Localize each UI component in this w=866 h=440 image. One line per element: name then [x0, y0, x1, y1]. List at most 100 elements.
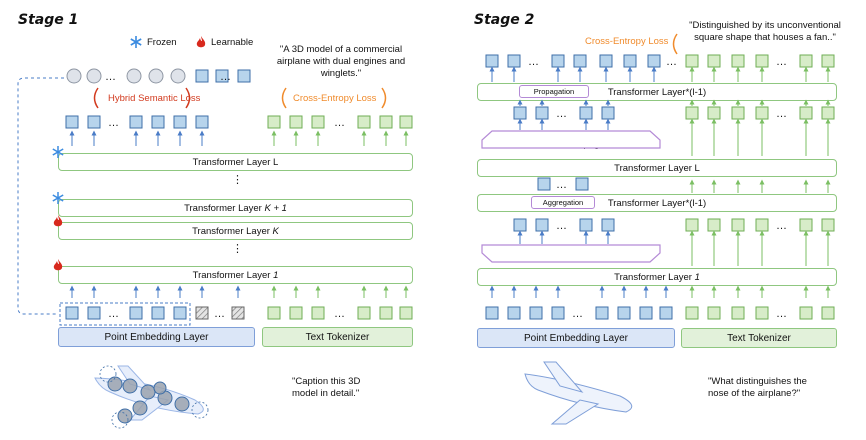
stage2-prop-point-token-3: [601, 106, 615, 120]
hybrid-loss-arc-left: [93, 87, 99, 109]
stage1-point-embedding-layer: Point Embedding Layer: [58, 327, 255, 347]
stage2-prop-ellipsis: …: [556, 108, 567, 120]
semantic-token-sphere-2: [126, 68, 142, 84]
stage1-input-text-token-2: [311, 306, 325, 320]
stage2-input-text-token-4: [799, 306, 813, 320]
stage1-input-point-token-4: [173, 306, 187, 320]
stage1-input-ellipsis-1: …: [108, 308, 119, 320]
stage1-output-ellipsis-2: …: [220, 71, 231, 83]
stage2-agg-text-ellipsis: …: [776, 220, 787, 232]
stage1-mid-point-token-1: [87, 115, 101, 129]
stage2-prop-point-token-1: [535, 106, 549, 120]
stage2-prop-text-token-1: [707, 106, 721, 120]
stage2-output-text-token-0: [685, 54, 699, 68]
stage1-input-text-token-3: [357, 306, 371, 320]
stage2-output-point-token-0: [485, 54, 499, 68]
stage2-layer-1-prefix: Transformer Layer: [614, 271, 695, 283]
token-selection-box: [59, 302, 191, 326]
stage2-input-point-token-4: [595, 306, 609, 320]
stage2-output-point-token-6: [647, 54, 661, 68]
stage1-output-point-token-2: [237, 69, 251, 83]
stage2-prop-text-token-0: [685, 106, 699, 120]
stage1-layer-k: Transformer Layer K: [58, 222, 413, 240]
stage1-input-text-token-1: [289, 306, 303, 320]
stage1-input-ellipsis-2: …: [214, 308, 225, 320]
stage1-mid-text-token-1: [289, 115, 303, 129]
stage2-agg-point-token-1: [535, 218, 549, 232]
stage2-airplane: [524, 361, 633, 425]
stage2-prop-point-token-0: [513, 106, 527, 120]
stage1-layer-k1-var: K + 1: [264, 202, 287, 214]
stage2-output-text-token-4: [799, 54, 813, 68]
stage2-input-point-token-6: [639, 306, 653, 320]
legend-frozen: Frozen: [130, 36, 177, 48]
stage1-mid-point-token-2: [129, 115, 143, 129]
stage2-agg-text-token-3: [755, 218, 769, 232]
stage1-vdots-top: ⋮: [232, 174, 243, 186]
stage2-output-ellipsis-2: …: [776, 56, 787, 68]
hybrid-semantic-loss: Hybrid Semantic Loss: [108, 93, 201, 104]
stage1-mid-ellipsis-2: …: [334, 117, 345, 129]
geometric-propagation: Geometric Propagation: [522, 138, 620, 150]
stage2-prop-text-token-3: [755, 106, 769, 120]
stage2-input-point-token-7: [659, 306, 673, 320]
stage2-output-text-token-3: [755, 54, 769, 68]
legend-learnable-label: Learnable: [211, 36, 254, 48]
stage1-layer-1: Transformer Layer 1: [58, 266, 413, 284]
stage2-answer-output: "Distinguished by its unconventional squ…: [689, 20, 841, 43]
stage1-cross-entropy-loss: Cross-Entropy Loss: [293, 93, 377, 104]
stage2-output-point-token-3: [573, 54, 587, 68]
stage2-prompt: "What distinguishes the nose of the airp…: [708, 376, 807, 399]
semantic-token-sphere-0: [66, 68, 82, 84]
stage2-text-tokenizer: Text Tokenizer: [681, 328, 837, 348]
stage1-layer-1-prefix: Transformer Layer: [192, 269, 274, 281]
stage2-agg-text-token-0: [685, 218, 699, 232]
stage1-input-text-token-5: [399, 306, 413, 320]
stage1-mid-point-token-5: [195, 115, 209, 129]
stage2-agg-ellipsis: …: [556, 220, 567, 232]
stage1-airplane: [94, 365, 209, 429]
stage1-layer-k-var: K: [272, 225, 279, 237]
stage2-input-point-token-2: [529, 306, 543, 320]
stage1-input-point-token-1: [87, 306, 101, 320]
stage2-layer-l: Transformer Layer L: [477, 159, 837, 177]
stage2-input-ellipsis-1: …: [572, 308, 583, 320]
ce-loss-arc-right: [381, 87, 387, 109]
stage2-ce-arc: [672, 33, 678, 55]
stage1-masked-token-0: [195, 306, 209, 320]
stage1-input-text-token-0: [267, 306, 281, 320]
stage1-masked-token-1: [231, 306, 245, 320]
stage2-layer-1: Transformer Layer 1: [477, 268, 837, 286]
stage2-output-point-token-2: [551, 54, 565, 68]
stage1-input-text-token-4: [379, 306, 393, 320]
semantic-token-sphere-3: [148, 68, 164, 84]
stage1-prompt: "Caption this 3D model in detail.": [292, 376, 361, 399]
aggregation-tag: Aggregation: [531, 196, 595, 209]
stage2-output-text-token-1: [707, 54, 721, 68]
stage2-prop-text-token-2: [731, 106, 745, 120]
stage1-title: Stage 1: [18, 12, 79, 28]
stage1-output-ellipsis-1: …: [105, 71, 116, 83]
propagation-tag: Propagation: [519, 85, 589, 98]
stage1-mid-point-token-4: [173, 115, 187, 129]
stage2-cross-entropy-loss: Cross-Entropy Loss: [585, 36, 669, 47]
stage1-mid-text-token-0: [267, 115, 281, 129]
geometric-aggregation: Geometric Aggregation: [522, 248, 620, 260]
stage2-prop-text-ellipsis: …: [776, 108, 787, 120]
stage2-output-point-token-4: [599, 54, 613, 68]
stage1-output-point-token-0: [195, 69, 209, 83]
stage1-input-point-token-2: [129, 306, 143, 320]
ce-loss-arc-left: [281, 87, 287, 109]
stage2-prop-text-token-5: [821, 106, 835, 120]
stage2-agg-text-token-5: [821, 218, 835, 232]
stage2-agg-core-ellipsis: …: [556, 179, 567, 191]
stage2-agg-text-token-2: [731, 218, 745, 232]
stage2-input-text-token-0: [685, 306, 699, 320]
stage2-output-ellipsis-1: …: [528, 56, 539, 68]
semantic-token-sphere-1: [86, 68, 102, 84]
stage2-agg-point-token-0: [513, 218, 527, 232]
stage1-layer-1-var: 1: [273, 269, 279, 281]
stage2-output-point-token-5: [623, 54, 637, 68]
stage2-input-text-token-5: [821, 306, 835, 320]
